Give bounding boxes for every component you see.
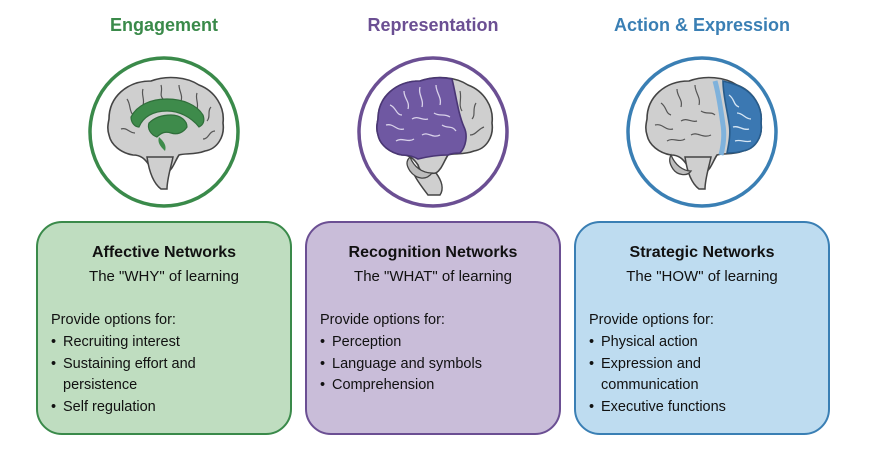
card-title: Affective Networks xyxy=(91,244,237,261)
list-item: Sustaining effort and persistence xyxy=(51,354,276,397)
brain-circle xyxy=(625,55,779,209)
strategic-networks-card: Strategic Networks The "HOW" of learning… xyxy=(574,221,830,435)
card-subtitle: The "WHAT" of learning xyxy=(354,268,512,285)
recognition-networks-card: Recognition Networks The "WHAT" of learn… xyxy=(305,221,561,435)
card-title: Strategic Networks xyxy=(629,244,775,261)
brain-frontal-icon xyxy=(626,56,778,208)
column-heading: Representation xyxy=(367,15,499,35)
column-heading: Engagement xyxy=(109,15,219,35)
action-expression-column: Action & Expression Strategic Networks T… xyxy=(574,0,830,462)
list-item: Self regulation xyxy=(51,397,276,419)
card-intro: Provide options for: xyxy=(320,312,445,328)
brain-circle xyxy=(356,55,510,209)
column-heading: Action & Expression xyxy=(613,15,791,35)
list-item: Perception xyxy=(320,332,545,354)
card-title: Recognition Networks xyxy=(348,244,518,261)
representation-column: Representation Recognition Networks The … xyxy=(305,0,561,462)
card-intro: Provide options for: xyxy=(589,312,714,328)
list-item: Executive functions xyxy=(589,397,814,419)
card-subtitle: The "WHY" of learning xyxy=(89,268,239,285)
list-item: Physical action xyxy=(589,332,814,354)
list-item: Expression and communication xyxy=(589,354,814,397)
bullet-list: Perception Language and symbols Comprehe… xyxy=(320,332,545,397)
list-item: Language and symbols xyxy=(320,354,545,376)
brain-circle xyxy=(87,55,241,209)
brain-posterior-icon xyxy=(357,56,509,208)
engagement-column: Engagement Affective Networks The "WHY" … xyxy=(36,0,292,462)
bullet-list: Recruiting interest Sustaining effort an… xyxy=(51,332,276,418)
bullet-list: Physical action Expression and communica… xyxy=(589,332,814,418)
affective-networks-card: Affective Networks The "WHY" of learning… xyxy=(36,221,292,435)
card-subtitle: The "HOW" of learning xyxy=(626,268,778,285)
brain-limbic-icon xyxy=(88,56,240,208)
list-item: Recruiting interest xyxy=(51,332,276,354)
list-item: Comprehension xyxy=(320,375,545,397)
card-intro: Provide options for: xyxy=(51,312,176,328)
